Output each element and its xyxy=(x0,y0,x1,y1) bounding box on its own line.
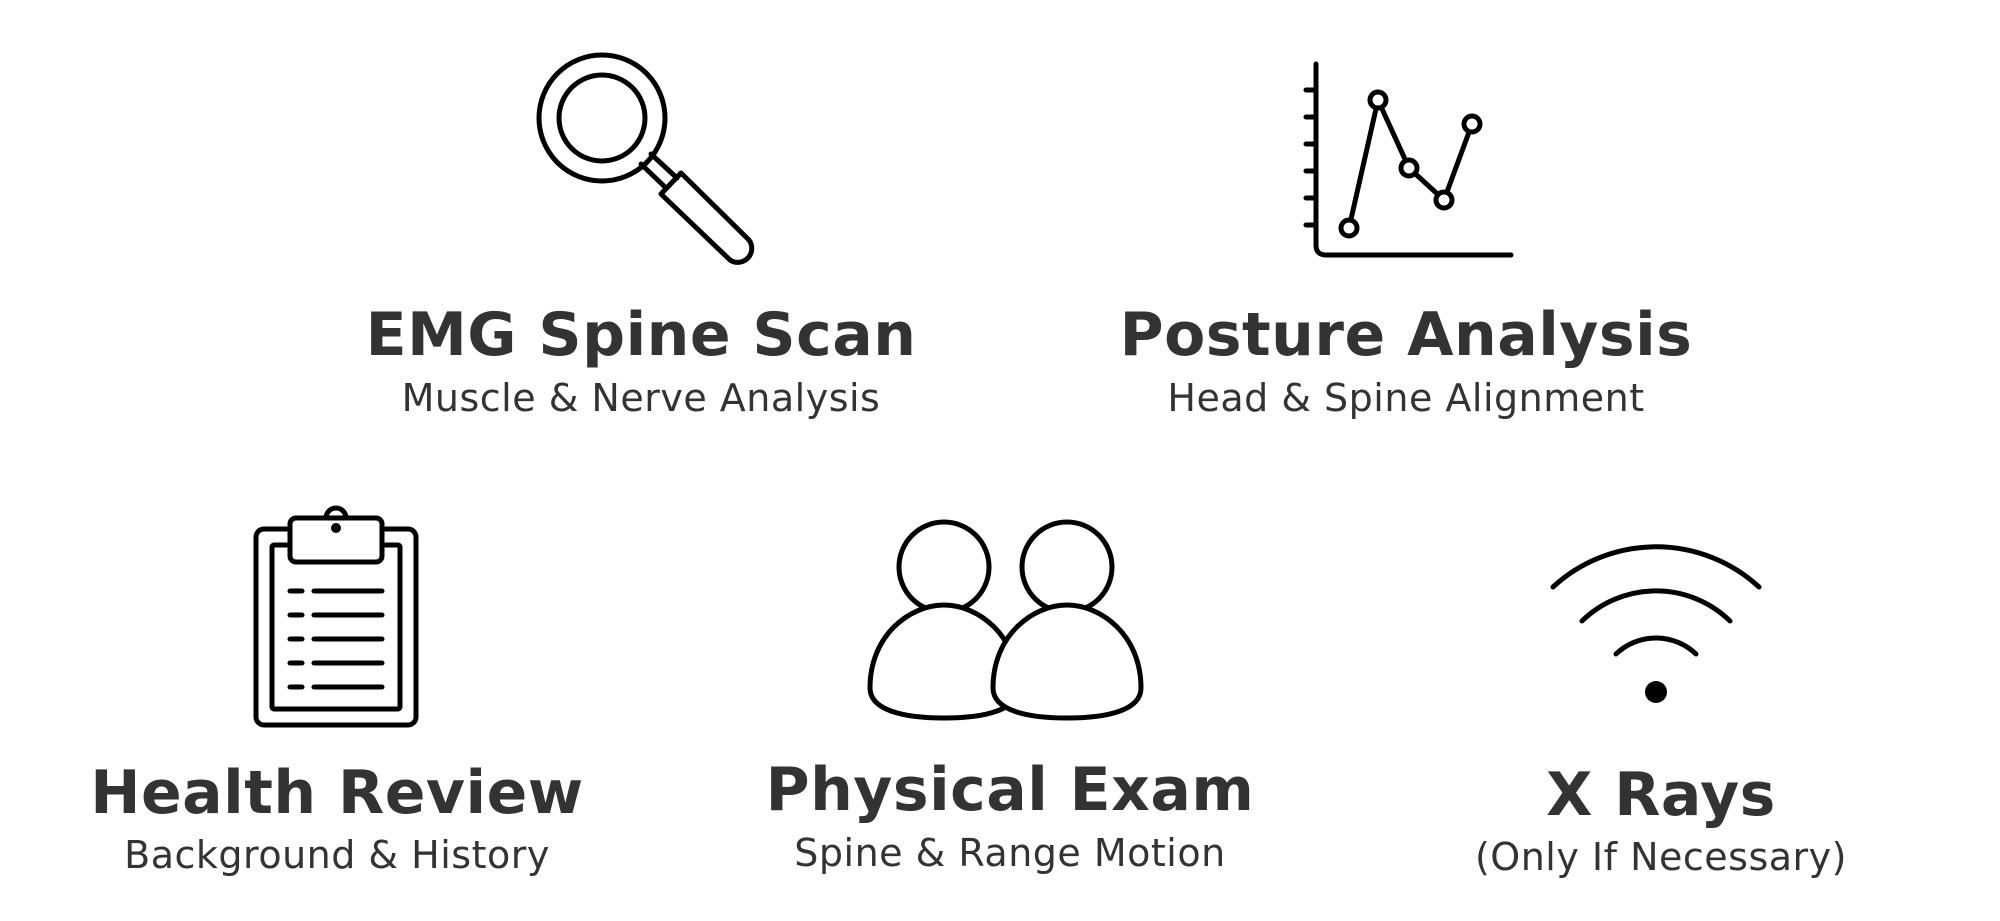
clipboard-icon xyxy=(253,505,419,728)
two-people-icon xyxy=(867,519,1144,721)
feature-subtitle: Background & History xyxy=(124,833,550,877)
feature-subtitle: Muscle & Nerve Analysis xyxy=(401,376,881,420)
feature-emg-spine-scan: EMG Spine Scan Muscle & Nerve Analysis xyxy=(331,0,951,430)
feature-subtitle: Head & Spine Alignment xyxy=(1167,376,1645,420)
feature-title: EMG Spine Scan xyxy=(365,300,917,370)
signal-waves-icon xyxy=(1550,544,1762,703)
feature-subtitle: Spine & Range Motion xyxy=(794,831,1226,875)
feature-title: Posture Analysis xyxy=(1119,300,1693,370)
feature-physical-exam: Physical Exam Spine & Range Motion xyxy=(700,480,1320,900)
line-chart-icon xyxy=(1303,61,1514,258)
feature-x-rays: X Rays (Only If Necessary) xyxy=(1351,480,1971,900)
feature-subtitle: (Only If Necessary) xyxy=(1474,835,1847,879)
feature-title: Physical Exam xyxy=(765,755,1255,825)
feature-health-review: Health Review Background & History xyxy=(27,480,647,900)
magnifier-icon xyxy=(536,52,755,265)
feature-title: X Rays xyxy=(1546,760,1776,830)
feature-posture-analysis: Posture Analysis Head & Spine Alignment xyxy=(1096,0,1716,430)
feature-title: Health Review xyxy=(90,758,584,828)
